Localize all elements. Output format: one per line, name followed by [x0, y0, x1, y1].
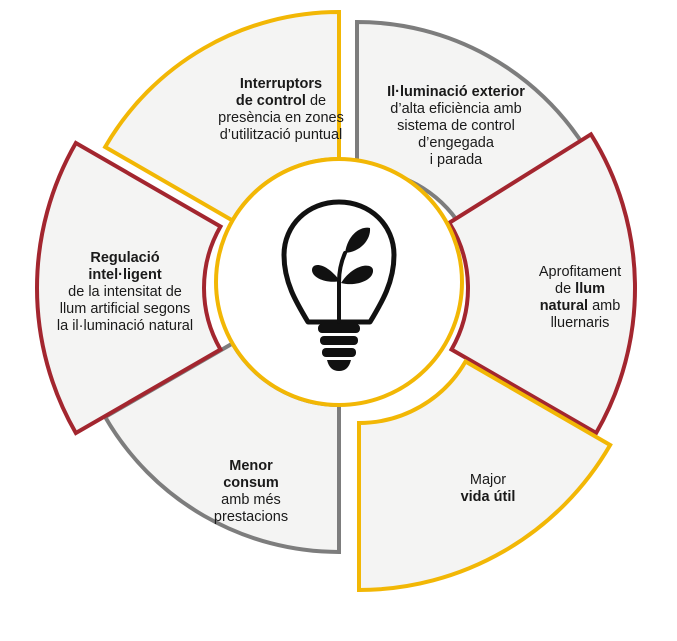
label-text: Menor	[229, 458, 273, 474]
label-text: Il·luminació exterior	[387, 84, 525, 100]
label-text: la il·luminació natural	[56, 318, 194, 334]
segment-regulacio	[35, 140, 224, 436]
label-text: d’engegada	[418, 135, 494, 151]
label-text: amb més	[221, 492, 281, 508]
label-text: lluernaris	[550, 315, 610, 331]
label-text: sistema de control	[397, 118, 515, 134]
label-text: Major	[469, 472, 507, 488]
label-text: amb	[588, 298, 621, 314]
label-text: prestacions	[213, 509, 289, 525]
label-text: de	[555, 281, 576, 297]
label-text: consum	[223, 475, 279, 491]
label-text: de	[305, 93, 327, 109]
label-text: d’alta eficiència amb	[390, 101, 522, 117]
label-text: Aprofitament	[538, 264, 622, 280]
lightbulb-with-plant-icon	[281, 199, 397, 371]
label-text: Interruptors	[239, 76, 323, 92]
label-text: d’utilització puntual	[219, 127, 343, 143]
segment-vida-util	[357, 358, 613, 593]
label-text: llum	[575, 281, 605, 297]
label-text: i parada	[429, 152, 483, 168]
label-text: de la intensitat de	[68, 284, 182, 300]
label-text: Regulació	[90, 250, 160, 266]
label-text: presència en zones	[218, 110, 344, 126]
segment-aprofitament	[446, 131, 637, 436]
label-text: vida útil	[460, 489, 516, 505]
label-text: intel·ligent	[88, 267, 162, 283]
label-text: natural	[539, 298, 589, 314]
label-text: llum artificial segons	[59, 301, 191, 317]
label-text: de control	[235, 93, 306, 109]
